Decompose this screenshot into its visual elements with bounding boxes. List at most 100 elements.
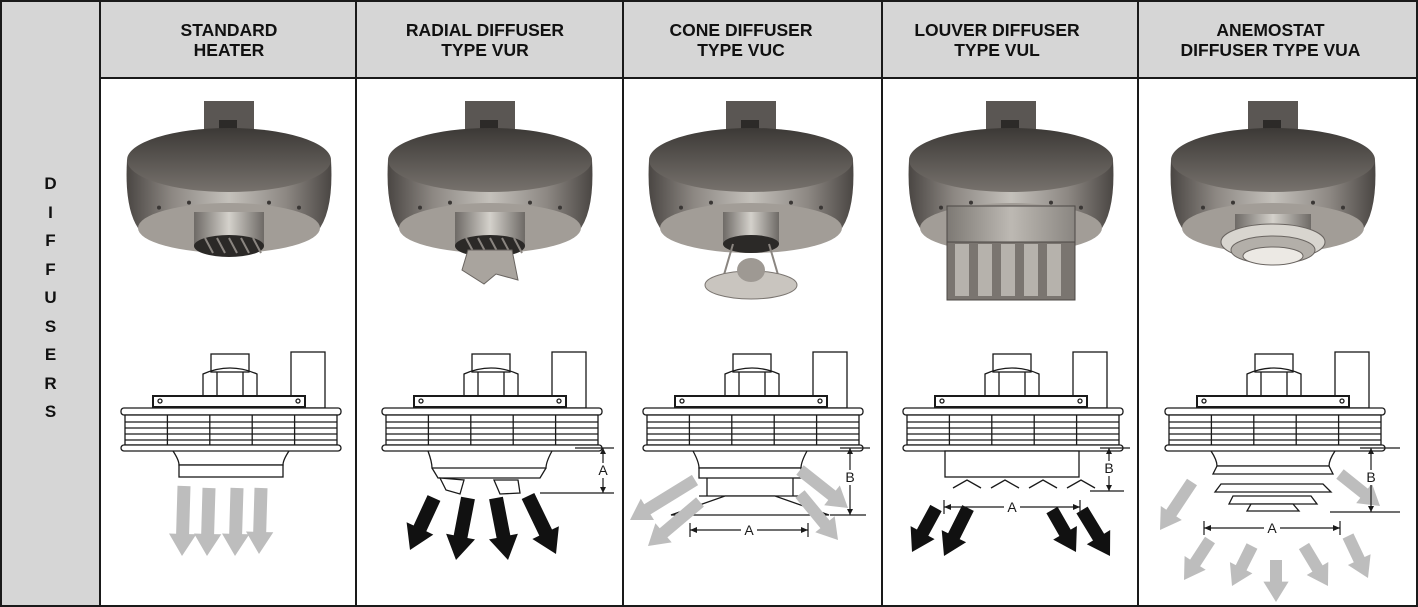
- drawing-top-plate: [152, 395, 306, 408]
- drawing-louver-blade: [1028, 479, 1058, 489]
- rivet: [1049, 200, 1053, 205]
- drawing-bolt: [157, 398, 163, 404]
- junction-plate: [1001, 120, 1019, 129]
- drawing-outlet-ring: [698, 467, 802, 479]
- dimension-arrowhead: [1333, 525, 1340, 531]
- fan-blade: [240, 237, 250, 254]
- drawing-motor-cap: [210, 353, 250, 373]
- drawing-outlet: [172, 450, 290, 466]
- drawing-motor-housing: [1246, 367, 1302, 396]
- drawing-vane: [493, 479, 521, 495]
- drawing-motor-cap: [732, 353, 772, 373]
- drawing-rim: [381, 407, 603, 416]
- airflow-arrow: [1229, 543, 1258, 586]
- airflow-arrows: [169, 465, 1380, 602]
- dimension-arrowhead: [690, 527, 697, 533]
- dimension-label-bg: [1365, 470, 1377, 485]
- louver-hood: [946, 205, 1076, 243]
- drawing-cone-ring: [1213, 483, 1333, 493]
- heater-top: [909, 128, 1113, 192]
- drawing-rim: [120, 444, 342, 452]
- fan-blade: [513, 237, 523, 254]
- junction-plate: [480, 120, 498, 129]
- header-title-line1: STANDARD: [180, 19, 278, 40]
- heater-photo: [648, 101, 854, 300]
- row-label-diffusers: D I F F U S E R S: [2, 170, 99, 427]
- junction-plate: [219, 120, 237, 129]
- rivet: [297, 205, 301, 210]
- drawing-motor-cap: [471, 353, 511, 373]
- drawing-bolt: [1201, 398, 1207, 404]
- louver-blade: [978, 244, 992, 296]
- drawing-cone-ring: [1211, 465, 1335, 475]
- rivet: [679, 205, 683, 210]
- dimension-arrowhead: [1368, 448, 1374, 454]
- header-title-line2: TYPE VUL: [954, 39, 1040, 60]
- drawing-cone-ring: [1245, 503, 1301, 512]
- dimension-label: A: [1007, 499, 1017, 515]
- airflow-arrow: [1342, 533, 1371, 578]
- line-drawing: [902, 351, 1124, 489]
- drawing-top-plate: [674, 395, 828, 408]
- drawing-bolt: [1077, 398, 1083, 404]
- row-label-cell: D I F F U S E R S: [2, 2, 101, 605]
- airflow-arrow: [406, 495, 441, 550]
- technical-drawings: [120, 351, 1386, 516]
- dimension-label: B: [1104, 460, 1113, 476]
- row-label-letter: S: [44, 402, 57, 421]
- airflow-arrow: [648, 497, 704, 546]
- header-title-line1: ANEMOSTAT: [1216, 19, 1325, 40]
- rivet: [1311, 200, 1315, 205]
- drawing-bolt: [418, 398, 424, 404]
- airflow-arrow: [194, 487, 222, 556]
- header-title-line2: HEATER: [193, 39, 265, 60]
- dimension-arrowhead: [600, 487, 606, 493]
- header-title-line1: LOUVER DIFFUSER: [914, 19, 1080, 40]
- dimension-arrowhead: [1106, 448, 1112, 454]
- dimension-arrowhead: [847, 448, 853, 454]
- heater-photos: [126, 101, 1376, 301]
- dimension-arrowhead: [847, 509, 853, 515]
- rivet: [267, 200, 271, 205]
- line-drawing: [381, 351, 603, 495]
- dimension-arrowhead: [1368, 506, 1374, 512]
- drawing-bolt: [295, 398, 301, 404]
- dimension-arrowhead: [600, 448, 606, 454]
- fan-blade: [204, 237, 214, 254]
- fan-blade: [252, 237, 262, 254]
- airflow-arrow: [1046, 506, 1077, 552]
- radial-vanes: [461, 249, 519, 285]
- drawing-cone-ring: [1227, 495, 1319, 505]
- row-label-letter: I: [48, 202, 53, 222]
- dimension-label-bg: [1264, 520, 1280, 535]
- drawing-rim: [642, 407, 864, 416]
- drawing-bolt: [679, 398, 685, 404]
- dimension-label: B: [845, 469, 854, 485]
- drawing-outlet: [1210, 450, 1336, 467]
- dimension-label: A: [744, 522, 754, 538]
- heater-top: [1171, 128, 1375, 192]
- dimension-label: B: [1366, 469, 1375, 485]
- rivet: [1079, 205, 1083, 210]
- heater-photo: [126, 101, 332, 257]
- airflow-arrow: [795, 490, 838, 540]
- louver-blade: [1024, 244, 1038, 296]
- rivet: [969, 200, 973, 205]
- drawing-outlet-collar: [431, 467, 547, 479]
- rivet: [528, 200, 532, 205]
- dimension-label-bg: [844, 470, 856, 485]
- line-drawing: [1164, 351, 1386, 512]
- header-title-line1: RADIAL DIFFUSER: [405, 19, 565, 40]
- fan-blade: [216, 237, 226, 254]
- row-label-letter: D: [44, 174, 57, 193]
- heater-photo: [908, 101, 1114, 301]
- drawing-bolt: [939, 398, 945, 404]
- airflow-arrow: [1160, 478, 1197, 530]
- heater-top: [649, 128, 853, 192]
- dimension-label-bg: [741, 522, 757, 537]
